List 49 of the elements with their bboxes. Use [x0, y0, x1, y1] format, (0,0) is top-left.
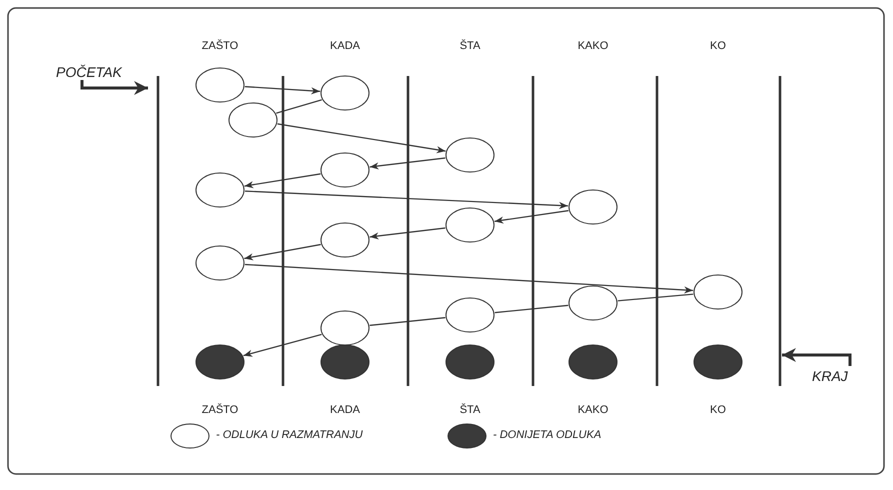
pending-circle [320, 222, 370, 258]
pending-circle [195, 245, 245, 281]
arrow [244, 244, 321, 260]
arrow [370, 157, 446, 170]
column-header: KADA [330, 40, 360, 52]
pending-circle [228, 102, 278, 138]
pending-circle [320, 152, 370, 188]
decided-circle [320, 344, 370, 380]
decided-circle [693, 344, 743, 380]
legend-text: - ODLUKA U RAZMATRANJU [216, 429, 363, 441]
column-header: KAKO [578, 40, 608, 52]
column-header: ŠTA [460, 40, 480, 52]
pending-circle [445, 297, 495, 333]
pending-circle [195, 172, 245, 208]
pending-circle [445, 137, 495, 173]
pending-circle [195, 67, 245, 103]
pending-circle [445, 207, 495, 243]
column-header: KO [710, 404, 726, 416]
arrow [243, 334, 322, 357]
decided-circle [195, 344, 245, 380]
column-header: ŠTA [460, 404, 480, 416]
column-header: ZAŠTO [202, 404, 238, 416]
pending-circle [320, 75, 370, 111]
arrow [370, 227, 446, 240]
arrow [244, 86, 320, 94]
arrow [244, 173, 321, 188]
column-header: KADA [330, 404, 360, 416]
arrow [244, 190, 568, 210]
connector-line [276, 99, 322, 114]
connector-line [618, 294, 694, 302]
flow-label: POČETAK [56, 64, 122, 80]
legend-text: - DONIJETA ODLUKA [493, 429, 602, 441]
pending-circle [568, 285, 618, 321]
arrow [782, 348, 852, 366]
arrow [277, 123, 446, 154]
column-header: KO [710, 40, 726, 52]
connector-line [494, 304, 568, 314]
flow-label: KRAJ [812, 368, 848, 384]
column-header: KAKO [578, 404, 608, 416]
arrow [244, 264, 694, 294]
pending-circle [693, 274, 743, 310]
arrow [494, 210, 569, 224]
connector-line [370, 317, 446, 326]
decided-circle [568, 344, 618, 380]
arrow [80, 80, 148, 95]
column-header: ZAŠTO [202, 40, 238, 52]
decided-circle [445, 344, 495, 380]
pending-circle [568, 189, 618, 225]
pending-circle [320, 310, 370, 346]
